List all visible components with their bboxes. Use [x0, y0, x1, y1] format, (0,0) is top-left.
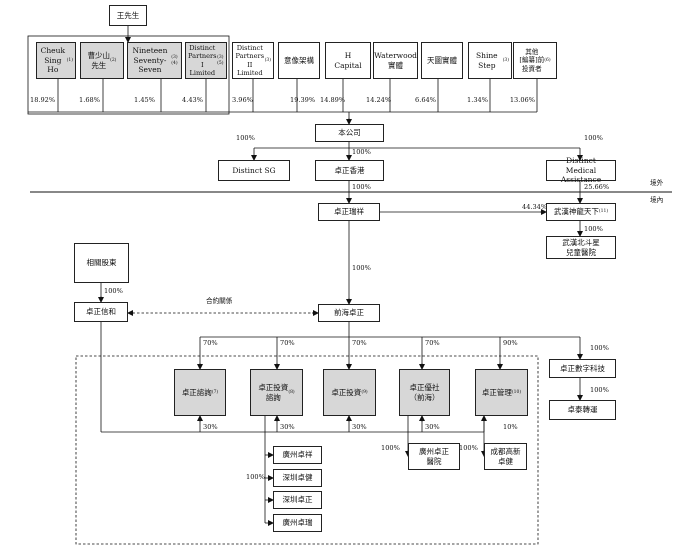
distinct-sg-box: Distinct SG — [218, 160, 290, 181]
pct-cao-shaoshan: 1.68% — [79, 96, 100, 104]
pct-tiantu: 6.64% — [415, 96, 436, 104]
pct-guanli-chengdu: 100% — [459, 444, 478, 452]
pct-qh-touzi-zixun: 70% — [280, 339, 295, 347]
onshore-label: 境內 — [650, 196, 664, 204]
shuzi-box: 卓正數字科技 — [549, 359, 616, 378]
shareholder-cheuk-sing-ho: Cheuk Sing Ho(1) — [36, 42, 76, 79]
pct-wuhan-beidou: 100% — [584, 225, 603, 233]
ruixiang-box: 卓正瑞祥 — [318, 203, 380, 221]
pct-shuzi-taizhuan: 100% — [590, 386, 609, 394]
youshe-box: 卓正優社 （前海） — [399, 369, 450, 416]
pct-h-capital: 14.89% — [320, 96, 346, 104]
shareholder-shine-step: Shine Step(3) — [468, 42, 512, 79]
shareholder-distinct-partners-ii: Distinct Partners II Limited(3) — [232, 42, 274, 79]
pct-dma-wuhan: 25.66% — [584, 183, 610, 191]
shareholder-tiantu: 天圖實體 — [421, 42, 463, 79]
pct-xinhe-touzi-zixun: 30% — [280, 423, 295, 431]
zixun-box: 卓正諮詢(7) — [174, 369, 226, 416]
pct-qh-zixun: 70% — [203, 339, 218, 347]
company-box: 本公司 — [315, 124, 384, 142]
guanli-box: 卓正管理(10) — [475, 369, 528, 416]
shareholder-h-capital: H Capital — [325, 42, 371, 79]
pct-cheuk-sing-ho: 18.92% — [30, 96, 56, 104]
xinhe-box: 卓正信和 — [74, 302, 128, 322]
shareholder-distinct-partners-i: Distinct Partners I Limited(3)(5) — [185, 42, 227, 79]
pct-company-dma: 100% — [584, 134, 603, 142]
gz-zhuorui-box: 廣州卓瑞 — [273, 514, 322, 532]
touzi-box: 卓正投資(9) — [323, 369, 376, 416]
pct-ruixiang-wuhan: 44.34% — [522, 203, 548, 211]
pct-youshe-clinic: 100% — [381, 444, 400, 452]
shareholder-cao-shaoshan: 曹少山 先生(2) — [80, 42, 124, 79]
pct-xinhe-guanli: 10% — [503, 423, 518, 431]
beidou-box: 武漢北斗星 兒童醫院 — [546, 236, 616, 259]
owner-wang: 王先生 — [109, 5, 147, 26]
pct-qh-touzi: 70% — [352, 339, 367, 347]
pct-other-investors: 13.06% — [509, 96, 535, 104]
qianhai-box: 前海卓正 — [318, 304, 380, 322]
shareholder-waterwood: Waterwood 實體 — [373, 42, 418, 79]
pct-qh-youshe: 70% — [425, 339, 440, 347]
pct-touzi-zixun-subs: 100% — [246, 473, 265, 481]
wuhan-box: 武漢神龍天下(11) — [546, 203, 616, 221]
pct-ruixiang-qianhai: 100% — [352, 264, 371, 272]
group-frame — [27, 35, 230, 115]
pct-shine-step: 1.34% — [467, 96, 488, 104]
related-shareholders-box: 相關股東 — [74, 243, 129, 283]
contract-label: 合約關係 — [206, 297, 233, 305]
group-dashed-frame — [75, 355, 539, 545]
pct-qh-shuzi: 100% — [590, 344, 609, 352]
pct-company-hk: 100% — [352, 148, 371, 156]
pct-nineteen-seventy-seven: 1.45% — [134, 96, 155, 104]
gz-zhuoxiang-box: 廣州卓祥 — [273, 446, 322, 464]
pct-qh-guanli: 90% — [503, 339, 518, 347]
shareholder-yixiang: 意像架構 — [278, 42, 320, 79]
shareholder-nineteen-seventy-seven: Nineteen Seventy-Seven(3)(4) — [127, 42, 182, 79]
pct-xinhe-touzi: 30% — [352, 423, 367, 431]
shareholder-other-investors: 其他 [編纂]前 投資者(6) — [513, 42, 557, 79]
offshore-label: 境外 — [650, 179, 664, 187]
taizhuan-box: 卓泰轉運 — [549, 400, 616, 420]
hk-box: 卓正香港 — [315, 160, 384, 181]
sz-zhuozheng-box: 深圳卓正 — [273, 491, 322, 509]
chengdu-box: 成都高新 卓健 — [484, 443, 527, 470]
touzi-zixun-box: 卓正投資 諮詢(8) — [250, 369, 303, 416]
sz-zhuojian-box: 深圳卓健 — [273, 469, 322, 487]
pct-waterwood: 14.24% — [366, 96, 392, 104]
pct-distinct-partners-i: 4.43% — [182, 96, 203, 104]
pct-company-sg: 100% — [236, 134, 255, 142]
pct-hk-ruixiang: 100% — [352, 183, 371, 191]
pct-yixiang: 19.39% — [290, 96, 316, 104]
pct-xinhe-youshe: 30% — [425, 423, 440, 431]
dma-box: Distinct Medical Assistance — [546, 156, 616, 184]
pct-related-xinhe: 100% — [104, 287, 123, 295]
pct-distinct-partners-ii: 3.96% — [232, 96, 253, 104]
gz-clinic-box: 廣州卓正 醫院 — [408, 443, 460, 470]
pct-xinhe-zixun: 30% — [203, 423, 218, 431]
